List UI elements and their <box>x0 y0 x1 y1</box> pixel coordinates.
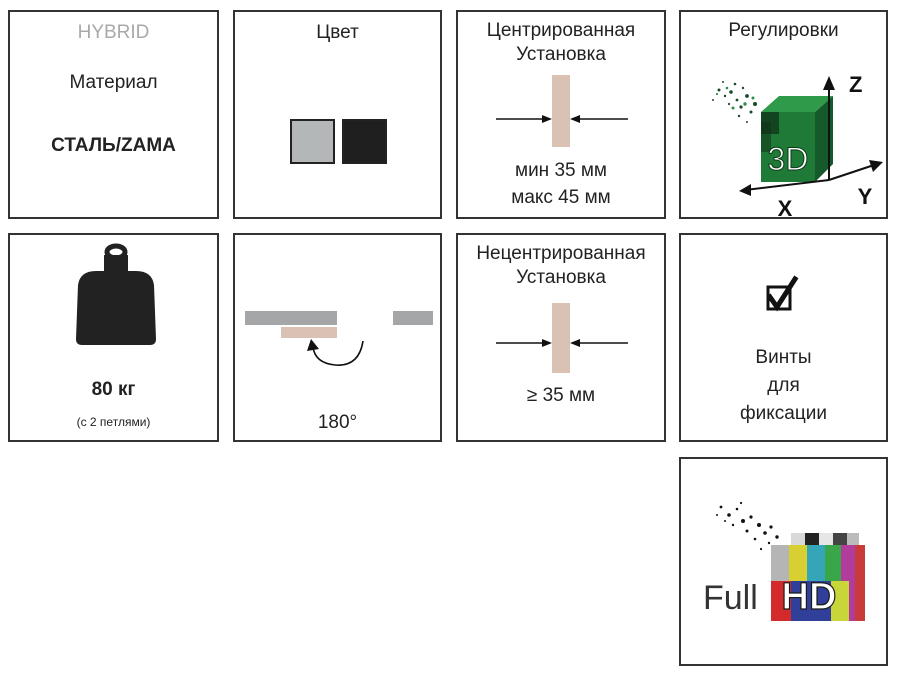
centered-max: макс 45 мм <box>511 187 611 208</box>
axis-y-label: Y <box>858 184 873 209</box>
material-card: HYBRID Материал СТАЛЬ/ZAMA <box>8 10 219 219</box>
axis-x-label: X <box>778 196 793 219</box>
color-card: Цвет <box>233 10 442 219</box>
adjustments-card: Регулировки 3D Z X Y <box>679 10 888 219</box>
series-label: HYBRID <box>77 22 150 43</box>
checkbox-check-icon <box>766 275 799 312</box>
offset-title-line2: Установка <box>516 267 606 288</box>
centered-title-line2: Установка <box>516 44 606 65</box>
offset-value: ≥ 35 мм <box>526 385 596 406</box>
screws-card: Винты для фиксации <box>679 233 888 442</box>
swatch-black <box>342 119 387 164</box>
rotation-diagram <box>245 311 433 366</box>
screws-line1: Винты <box>755 347 812 368</box>
centered-mount-diagram <box>496 75 628 147</box>
badge-3d-text: 3D <box>768 141 809 177</box>
material-value: СТАЛЬ/ZAMA <box>51 135 176 156</box>
fullhd-logo-icon: Full HD <box>703 501 865 621</box>
load-weight: 80 кг <box>91 379 136 400</box>
centered-mount-card: Центрированная Установка мин 35 мм макс … <box>456 10 666 219</box>
centered-title-line1: Центрированная <box>486 20 636 41</box>
color-title: Цвет <box>316 22 359 43</box>
adjustments-title: Регулировки <box>728 20 839 41</box>
load-card: 80 кг (с 2 петлями) <box>8 233 219 442</box>
offset-mount-diagram <box>496 303 628 373</box>
load-note: (с 2 петлями) <box>76 415 151 429</box>
axis-z-label: Z <box>849 72 862 97</box>
weight-icon <box>76 243 156 345</box>
hd-text: HD <box>782 576 837 618</box>
centered-min: мин 35 мм <box>515 160 607 181</box>
rotation-angle: 180° <box>317 412 358 433</box>
offset-title-line1: Нецентрированная <box>476 243 646 264</box>
screws-line3: фиксации <box>740 403 827 424</box>
rotation-card: 180° <box>233 233 442 442</box>
fullhd-card: Full HD <box>679 457 888 666</box>
full-text: Full <box>703 579 758 617</box>
screws-line2: для <box>767 375 800 396</box>
offset-mount-card: Нецентрированная Установка ≥ 35 мм <box>456 233 666 442</box>
cube-3d-icon: 3D Z X Y <box>712 72 883 219</box>
material-label: Материал <box>69 72 158 93</box>
swatch-silver <box>290 119 335 164</box>
